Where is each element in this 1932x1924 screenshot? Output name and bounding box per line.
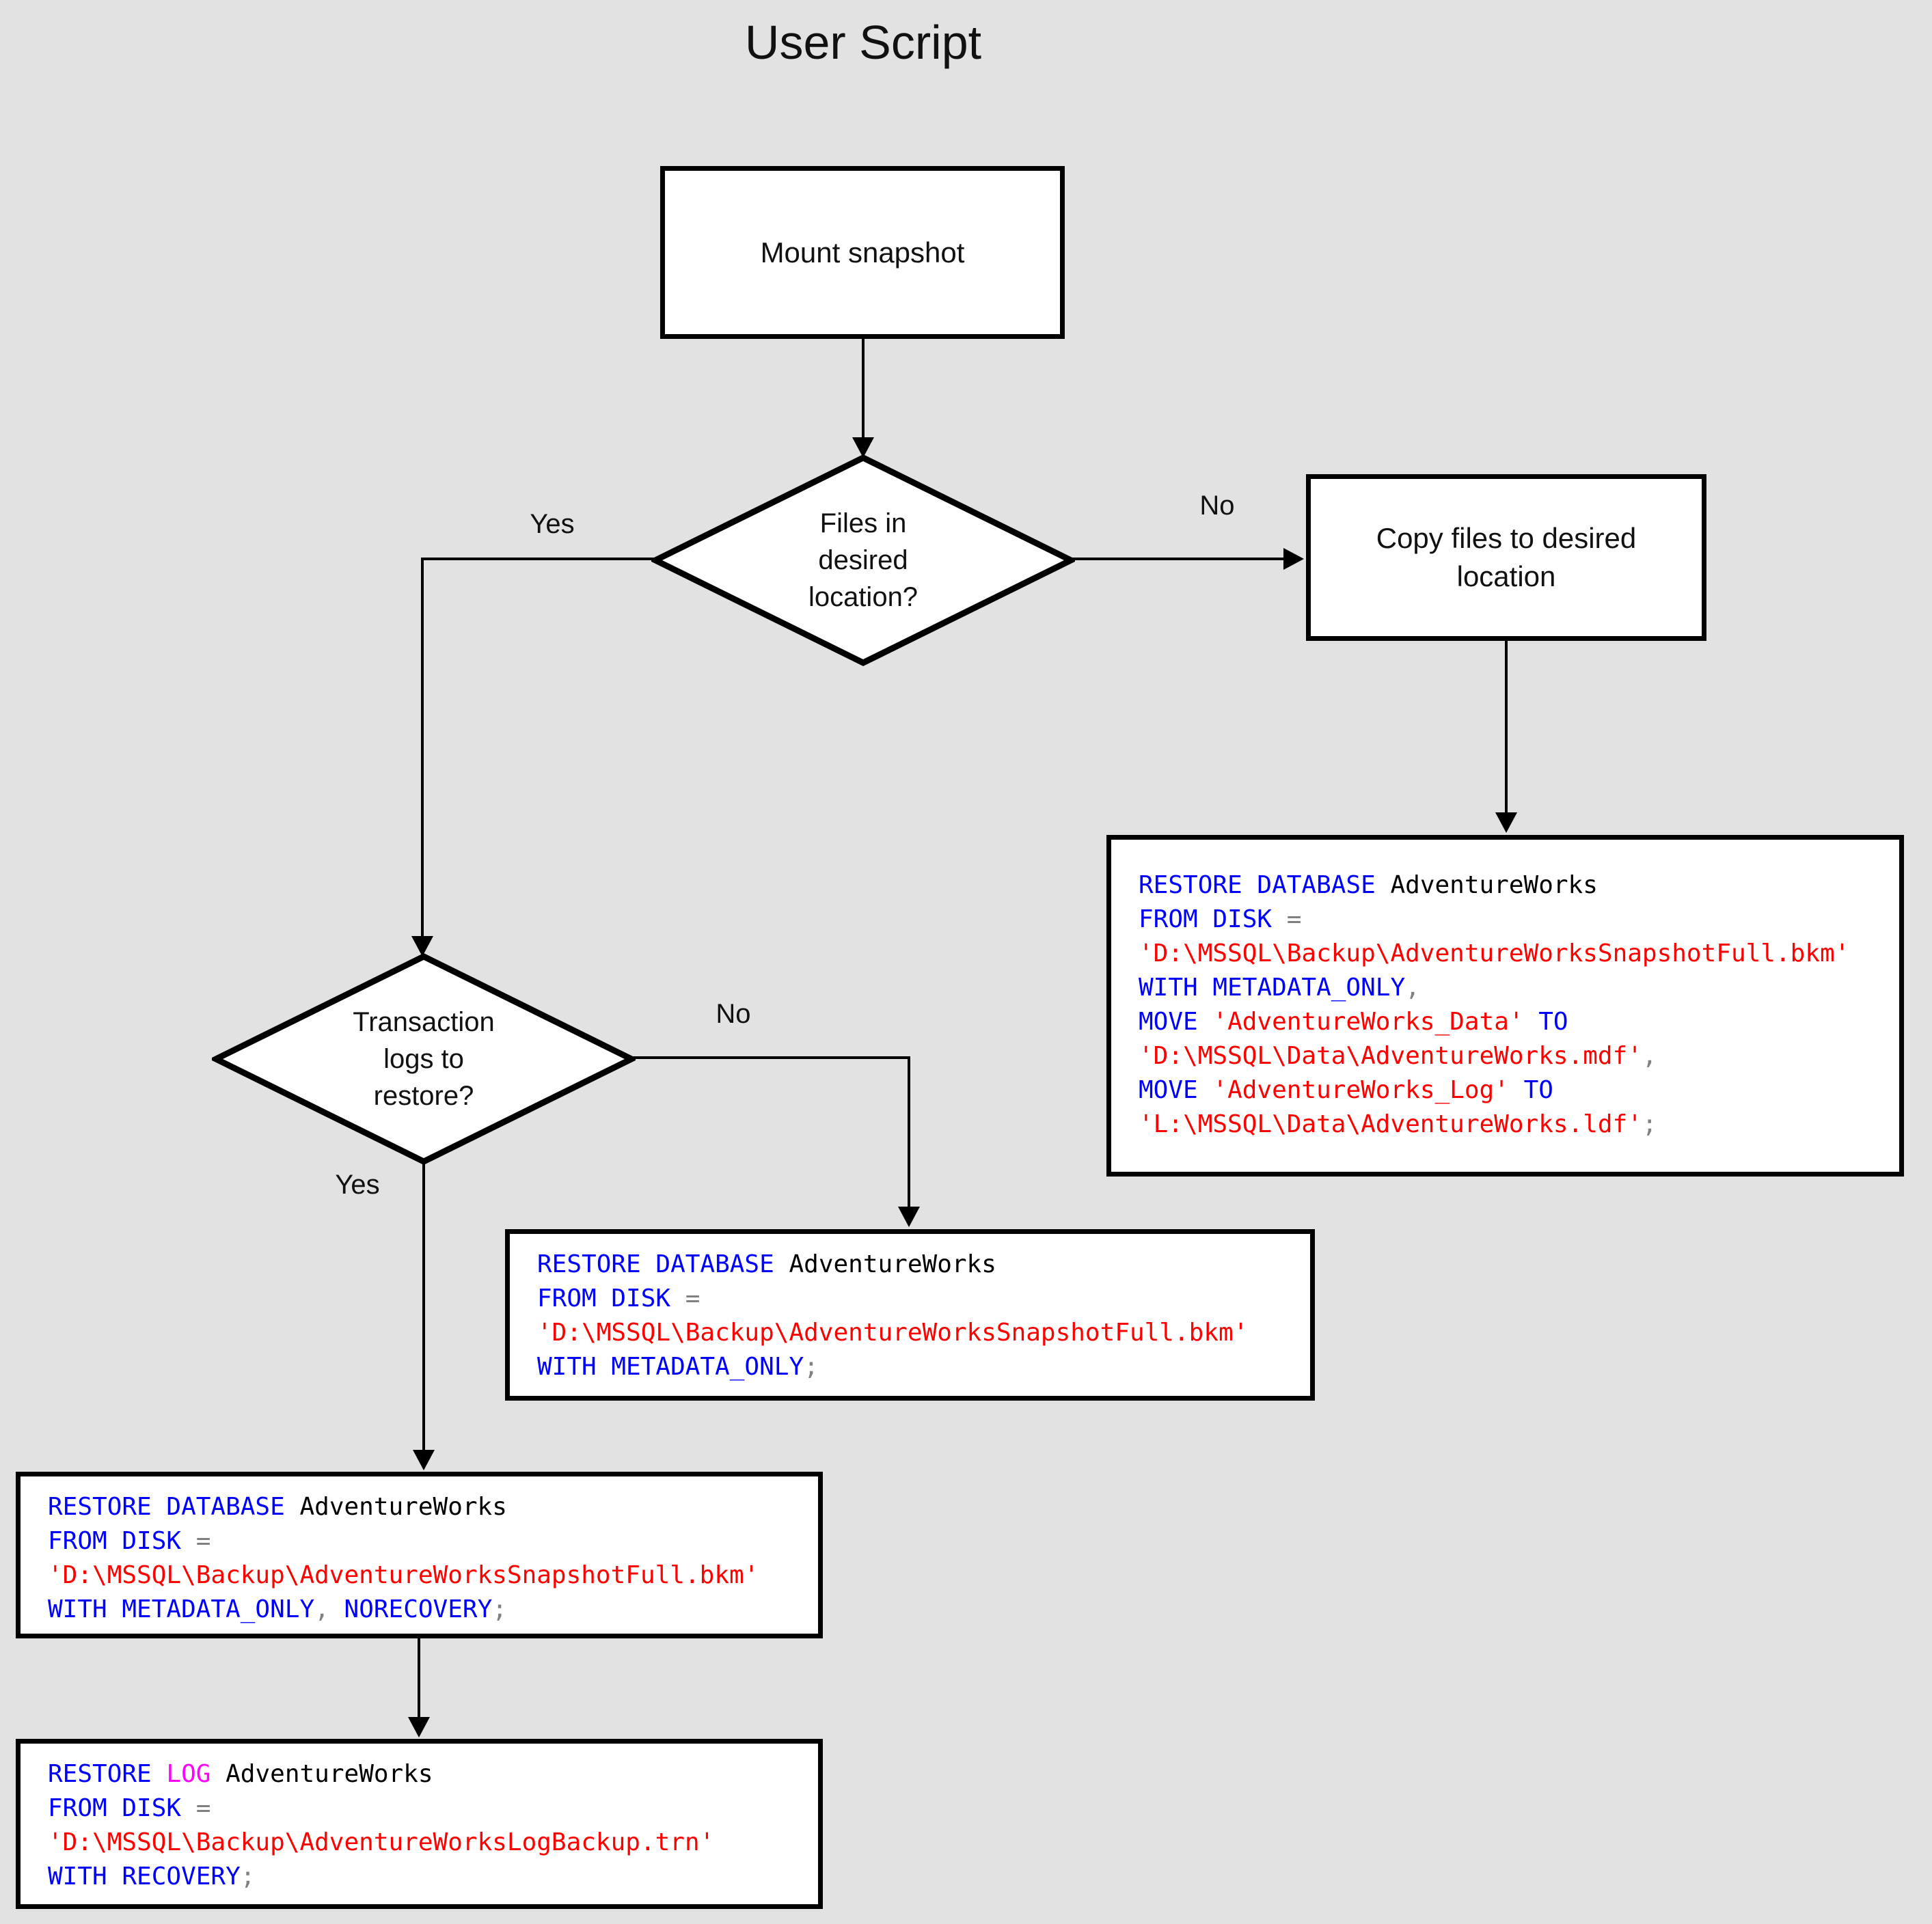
edge-logs-no-horizontal [630,1056,910,1059]
edge-mount-to-files-decision [862,339,865,440]
arrowhead-right-icon [1283,548,1304,570]
code-line: FROM DISK = [48,1794,211,1822]
code-line: MOVE 'AdventureWorks_Data' TO [1139,1008,1568,1036]
node-mount-snapshot-label: Mount snapshot [760,236,965,269]
arrowhead-down-icon [1495,812,1517,833]
diamond-shape [651,454,1075,667]
code-line: MOVE 'AdventureWorks_Log' TO [1139,1076,1553,1104]
code-line: WITH METADATA_ONLY; [537,1353,819,1381]
code-line: WITH METADATA_ONLY, NORECOVERY; [48,1595,507,1623]
code-line: 'D:\MSSQL\Backup\AdventureWorksLogBackup… [48,1828,715,1856]
code-line: 'D:\MSSQL\Data\AdventureWorks.mdf', [1139,1042,1657,1070]
node-decision-files-location: Files in desired location? [651,454,1075,667]
code-line: 'D:\MSSQL\Backup\AdventureWorksSnapshotF… [48,1561,759,1589]
node-decision-files-label: Files in desired location? [808,508,919,612]
edge-files-yes-vertical [421,558,424,939]
node-decision-logs-label: Transaction logs to restore? [353,1007,495,1111]
edge-norecovery-to-log [418,1638,420,1719]
page-title: User Script [744,16,982,69]
code-line: RESTORE DATABASE AdventureWorks [1139,871,1598,899]
arrowhead-down-icon [408,1717,430,1737]
code-line: WITH METADATA_ONLY, [1139,974,1420,1002]
code-line: 'L:\MSSQL\Data\AdventureWorks.ldf'; [1139,1110,1657,1138]
arrowhead-down-icon [413,1450,435,1470]
node-decision-transaction-logs: Transaction logs to restore? [212,952,636,1166]
code-line: WITH RECOVERY; [48,1863,256,1891]
edge-label-files-yes: Yes [530,509,575,539]
edge-files-no-horizontal [1070,558,1286,560]
edge-label-logs-yes: Yes [335,1170,380,1200]
arrowhead-down-icon [411,936,433,957]
code-line: FROM DISK = [537,1284,700,1313]
code-line: FROM DISK = [1139,905,1302,933]
node-copy-files-label: Copy files to desired location [1376,522,1637,592]
code-line: RESTORE DATABASE AdventureWorks [537,1250,996,1278]
edge-files-yes-horizontal [421,558,658,560]
edge-label-files-no: No [1199,491,1235,521]
code-line: FROM DISK = [48,1527,211,1555]
code-line: RESTORE DATABASE AdventureWorks [48,1493,507,1521]
node-copy-files: Copy files to desired location [1306,474,1706,641]
edge-copy-to-code [1505,641,1508,815]
edge-logs-no-vertical [908,1056,910,1209]
code-line: RESTORE LOG AdventureWorks [48,1760,433,1788]
code-line: 'D:\MSSQL\Backup\AdventureWorksSnapshotF… [537,1319,1249,1347]
edge-label-logs-no: No [716,999,751,1029]
edge-logs-yes-vertical [422,1161,425,1453]
arrowhead-down-icon [898,1207,920,1227]
node-mount-snapshot: Mount snapshot [660,166,1065,339]
code-line: 'D:\MSSQL\Backup\AdventureWorksSnapshotF… [1139,939,1850,967]
